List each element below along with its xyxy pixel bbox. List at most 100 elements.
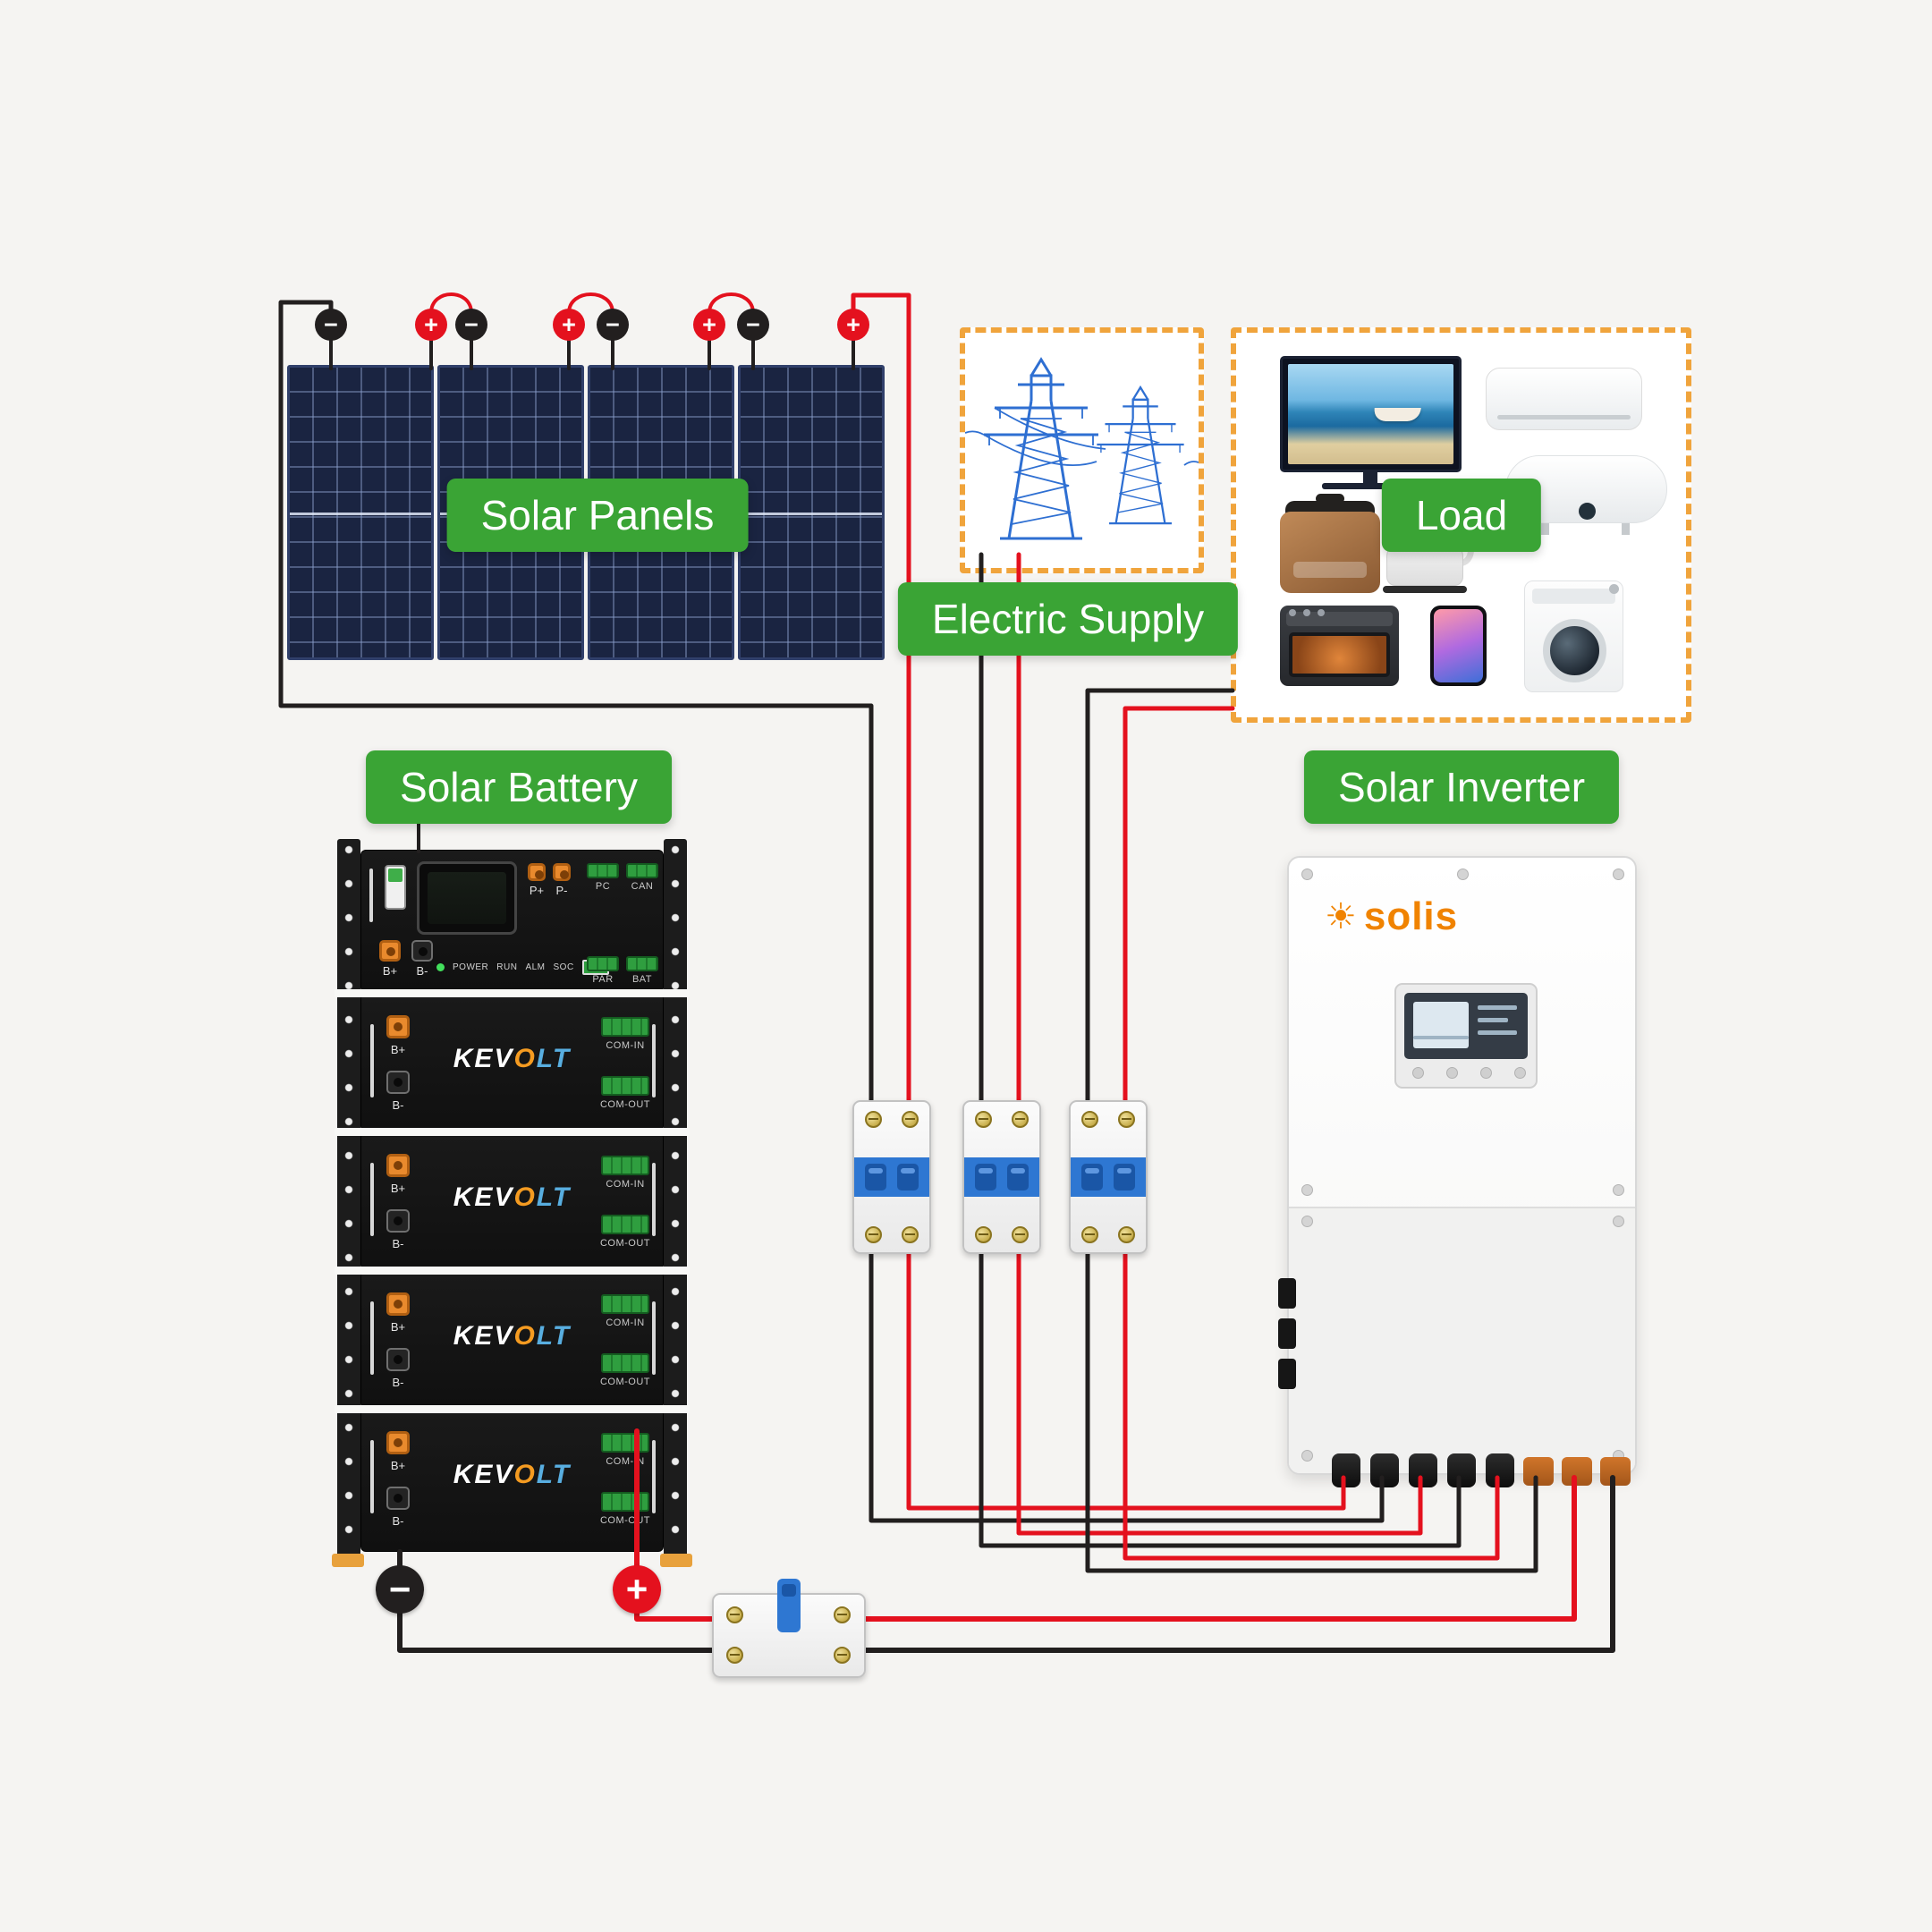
battery-module: B+ B- KEVOLT COM-IN COM-OUT — [360, 1131, 664, 1270]
side-connector — [1278, 1359, 1296, 1389]
inverter-lcd — [1404, 993, 1528, 1059]
p-minus-port — [553, 863, 571, 881]
label-solar-panels: Solar Panels — [446, 479, 749, 552]
pc-connector — [587, 863, 619, 878]
rack-shelf — [335, 1128, 690, 1136]
rack-foot — [332, 1554, 364, 1567]
rack-shelf — [335, 1405, 690, 1413]
com-out-label: COM-OUT — [599, 1515, 651, 1526]
screw-icon — [1301, 1184, 1313, 1196]
tv-stand — [1363, 472, 1377, 483]
side-connector — [1278, 1278, 1296, 1309]
b-plus-port — [386, 1154, 410, 1177]
breaker-handle — [777, 1579, 801, 1632]
circuit-breaker-grid — [962, 1100, 1041, 1254]
solar-panel — [287, 365, 434, 660]
cable-gland — [1486, 1453, 1514, 1487]
com-in-label: COM-IN — [606, 1179, 645, 1190]
label-solar-battery: Solar Battery — [366, 750, 672, 824]
b-minus-label: B- — [392, 1514, 404, 1528]
b-minus-label: B- — [392, 1376, 404, 1389]
battery-rack: B+ B- POWER RUN ALM SOC P+ P- PC CAN PAR… — [332, 832, 692, 1567]
vent-slot — [652, 1301, 656, 1375]
com-out-connector — [601, 1492, 649, 1512]
soc-label: SOC — [553, 962, 574, 972]
solar-panel — [738, 365, 885, 660]
vent-slot — [370, 1301, 374, 1375]
label-solar-inverter: Solar Inverter — [1303, 750, 1620, 824]
vent-slot — [370, 1163, 374, 1236]
screw-icon — [1613, 869, 1624, 880]
screw-icon — [1301, 1450, 1313, 1462]
status-led-row: POWER RUN ALM SOC — [436, 960, 612, 975]
inverter-display — [1394, 983, 1538, 1089]
com-out-label: COM-OUT — [599, 1238, 651, 1249]
run-label: RUN — [496, 962, 518, 972]
p-plus-label: P+ — [529, 884, 545, 897]
b-plus-label: B+ — [390, 1459, 406, 1472]
b-plus-label: B+ — [382, 964, 398, 978]
com-out-label: COM-OUT — [599, 1099, 651, 1110]
com-out-connector — [601, 1215, 649, 1234]
circuit-breaker-load — [1069, 1100, 1148, 1254]
side-connector — [1278, 1318, 1296, 1349]
solis-brand-text: solis — [1363, 894, 1459, 938]
sun-icon: ☀ — [1325, 897, 1357, 936]
electric-supply-box — [960, 327, 1204, 573]
screw-icon — [1613, 1184, 1624, 1196]
rack-foot — [660, 1554, 692, 1567]
battery-switch — [385, 865, 406, 910]
cable-gland — [1447, 1453, 1476, 1487]
inverter-button — [1412, 1067, 1424, 1079]
positive-terminal-icon: + — [553, 309, 585, 341]
kettle-base — [1383, 586, 1467, 593]
oven-icon — [1280, 606, 1399, 686]
kevolt-logo: KEVOLT — [453, 1321, 572, 1351]
circuit-breaker-battery — [712, 1579, 866, 1678]
battery-module: B+ B- KEVOLT COM-IN COM-OUT — [360, 1270, 664, 1409]
can-label: CAN — [631, 881, 654, 892]
inverter-button — [1514, 1067, 1526, 1079]
negative-terminal-icon: − — [455, 309, 487, 341]
b-minus-label: B- — [416, 964, 428, 978]
com-in-connector — [601, 1433, 649, 1453]
cable-gland — [1523, 1457, 1554, 1486]
tv-screen — [1288, 364, 1453, 464]
rack-rail-right — [664, 839, 687, 1556]
kevolt-logo: KEVOLT — [453, 1182, 572, 1212]
battery-module: B+ B- KEVOLT COM-IN COM-OUT — [360, 993, 664, 1131]
p-plus-port — [528, 863, 546, 881]
solar-inverter: ☀ solis — [1278, 856, 1637, 1487]
positive-terminal-icon: + — [693, 309, 725, 341]
washing-machine-icon — [1524, 580, 1623, 692]
screw-icon — [1301, 1216, 1313, 1227]
par-connector — [587, 956, 619, 971]
com-in-connector — [601, 1156, 649, 1175]
screw-icon — [1613, 1216, 1624, 1227]
inverter-button — [1480, 1067, 1492, 1079]
label-load: Load — [1381, 479, 1542, 552]
battery-positive-terminal-icon: + — [613, 1565, 661, 1614]
com-in-label: COM-IN — [606, 1318, 645, 1328]
b-minus-port — [386, 1348, 410, 1371]
screw-icon — [1301, 869, 1313, 880]
battery-display — [417, 861, 517, 935]
boat-image — [1373, 408, 1421, 422]
rack-shelf — [335, 989, 690, 997]
b-minus-label: B- — [392, 1098, 404, 1112]
alm-label: ALM — [525, 962, 546, 972]
b-plus-port — [386, 1292, 410, 1316]
cable-gland — [1332, 1453, 1360, 1487]
circuit-breaker-pv — [852, 1100, 931, 1254]
com-out-connector — [601, 1353, 649, 1373]
bat-connector — [626, 956, 658, 971]
rack-shelf — [335, 1267, 690, 1275]
label-electric-supply: Electric Supply — [897, 582, 1239, 656]
com-out-label: COM-OUT — [599, 1377, 651, 1387]
cable-gland — [1409, 1453, 1437, 1487]
cable-gland — [1370, 1453, 1399, 1487]
negative-terminal-icon: − — [597, 309, 629, 341]
com-out-connector — [601, 1076, 649, 1096]
